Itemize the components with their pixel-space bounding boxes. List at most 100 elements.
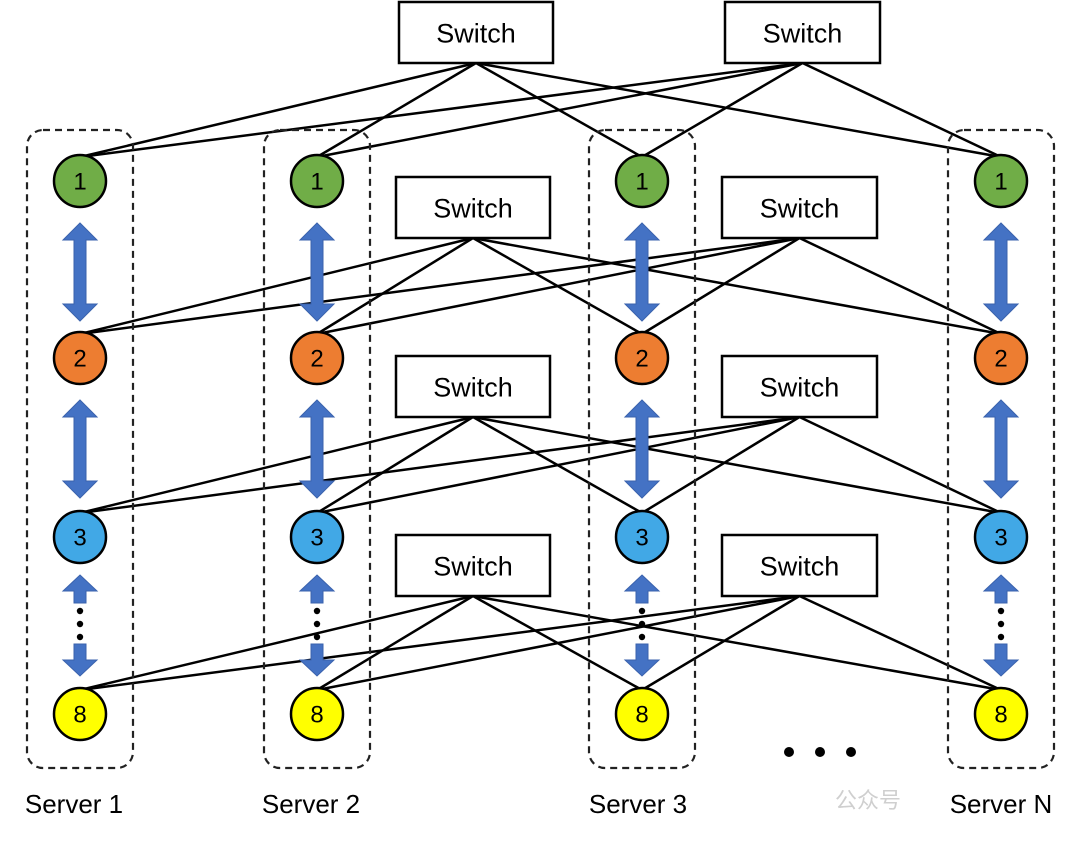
switch-link xyxy=(641,61,804,159)
gpu-circle xyxy=(289,153,345,209)
switch-link xyxy=(475,61,1002,159)
nvlink-down-arrow-icon xyxy=(298,643,336,677)
gpu-node: 3 xyxy=(973,509,1029,565)
gpu-node: 3 xyxy=(614,509,670,565)
switch-label: Switch xyxy=(433,552,513,582)
gpu-circle xyxy=(52,509,108,565)
switch-link xyxy=(79,415,474,515)
switch-label: Switch xyxy=(760,373,840,403)
switch-label: Switch xyxy=(760,552,840,582)
nvlink-up-arrow-icon xyxy=(298,574,336,604)
switch: Switch xyxy=(394,533,552,598)
vertical-ellipsis-dot xyxy=(638,607,646,615)
more-servers-ellipsis xyxy=(784,747,856,757)
switch: Switch xyxy=(723,0,882,65)
nvlink-double-arrow-icon xyxy=(61,222,99,322)
nvlink-double-arrow-icon xyxy=(623,222,661,322)
gpu-number: 2 xyxy=(635,346,648,373)
gpu-number: 2 xyxy=(73,346,86,373)
nvlink-up-arrow-icon xyxy=(982,574,1020,604)
nvlink-double-arrow-icon xyxy=(298,399,336,499)
server-box xyxy=(25,128,135,770)
switch-link xyxy=(641,236,801,336)
nvlink-down-arrow-icon xyxy=(623,643,661,677)
gpu-node: 2 xyxy=(614,330,670,386)
watermark: 公众号 xyxy=(835,789,901,814)
switch-link xyxy=(798,594,1002,692)
switch-box xyxy=(394,175,552,240)
switch-box xyxy=(397,0,555,65)
gpu-circle xyxy=(614,153,670,209)
switch-link xyxy=(472,594,1002,692)
switch-link xyxy=(316,236,474,336)
switch-link xyxy=(798,415,1002,515)
switch-link xyxy=(316,236,800,336)
gpu-node: 3 xyxy=(52,509,108,565)
gpu-circle xyxy=(289,686,345,742)
vertical-ellipsis-dot xyxy=(638,620,646,628)
nvlink-down-arrow-icon xyxy=(982,643,1020,677)
vertical-ellipsis-dot xyxy=(76,633,84,641)
nvlink-up-arrow-icon xyxy=(623,574,661,604)
switch-link xyxy=(641,594,801,692)
server-boxes xyxy=(25,128,1056,770)
gpu-number: 2 xyxy=(310,346,323,373)
vertical-ellipsis-dot xyxy=(997,620,1005,628)
switch: Switch xyxy=(394,175,552,240)
gpu-number: 8 xyxy=(73,702,86,729)
gpu-circle xyxy=(973,330,1029,386)
ellipsis-dot xyxy=(846,747,856,757)
server-label: Server 1 xyxy=(25,789,123,819)
switch-link xyxy=(316,594,800,692)
gpu-circle xyxy=(973,153,1029,209)
switch-box xyxy=(394,354,552,419)
gpu-circle xyxy=(289,509,345,565)
switch: Switch xyxy=(720,354,879,419)
server-label: Server 3 xyxy=(589,789,687,819)
switch-label: Switch xyxy=(436,19,516,49)
nvlink-down-arrow-icon xyxy=(61,643,99,677)
switch: Switch xyxy=(397,0,555,65)
switch-link xyxy=(316,61,477,159)
vertical-ellipsis-dot xyxy=(76,607,84,615)
gpu-node: 3 xyxy=(289,509,345,565)
nvlink-up-arrow-icon xyxy=(61,574,99,604)
switch: Switch xyxy=(720,533,879,598)
switch-link xyxy=(79,61,477,159)
server-box xyxy=(262,128,372,770)
gpu-number: 3 xyxy=(73,525,86,552)
switch-link xyxy=(79,594,800,692)
gpu-node: 1 xyxy=(289,153,345,209)
gpu-number: 8 xyxy=(310,702,323,729)
gpu-node: 8 xyxy=(52,686,108,742)
gpu-number: 1 xyxy=(635,169,648,196)
gpu-number: 3 xyxy=(310,525,323,552)
switch-link xyxy=(79,61,803,159)
vertical-ellipsis-dot xyxy=(313,607,321,615)
switch: Switch xyxy=(720,175,879,240)
gpu-circle xyxy=(614,330,670,386)
gpu-node: 1 xyxy=(973,153,1029,209)
gpu-number: 1 xyxy=(994,169,1007,196)
gpu-circle xyxy=(52,686,108,742)
vertical-ellipsis-dot xyxy=(313,633,321,641)
gpu-circle xyxy=(973,509,1029,565)
nvlink-double-arrow-icon xyxy=(982,399,1020,499)
gpu-node: 2 xyxy=(289,330,345,386)
switch-box xyxy=(394,533,552,598)
nvlink-double-arrow-icon xyxy=(982,222,1020,322)
switch-link xyxy=(316,61,803,159)
switch-box xyxy=(723,0,882,65)
switch-link xyxy=(798,236,1002,336)
ellipsis-dot xyxy=(815,747,825,757)
gpu-number: 8 xyxy=(635,702,648,729)
server-box xyxy=(587,128,697,770)
vertical-ellipsis-dot xyxy=(997,607,1005,615)
gpu-node: 8 xyxy=(289,686,345,742)
nvlink-double-arrow-icon xyxy=(298,222,336,322)
gpu-circle xyxy=(614,509,670,565)
switch-box xyxy=(720,533,879,598)
gpu-circle xyxy=(973,686,1029,742)
